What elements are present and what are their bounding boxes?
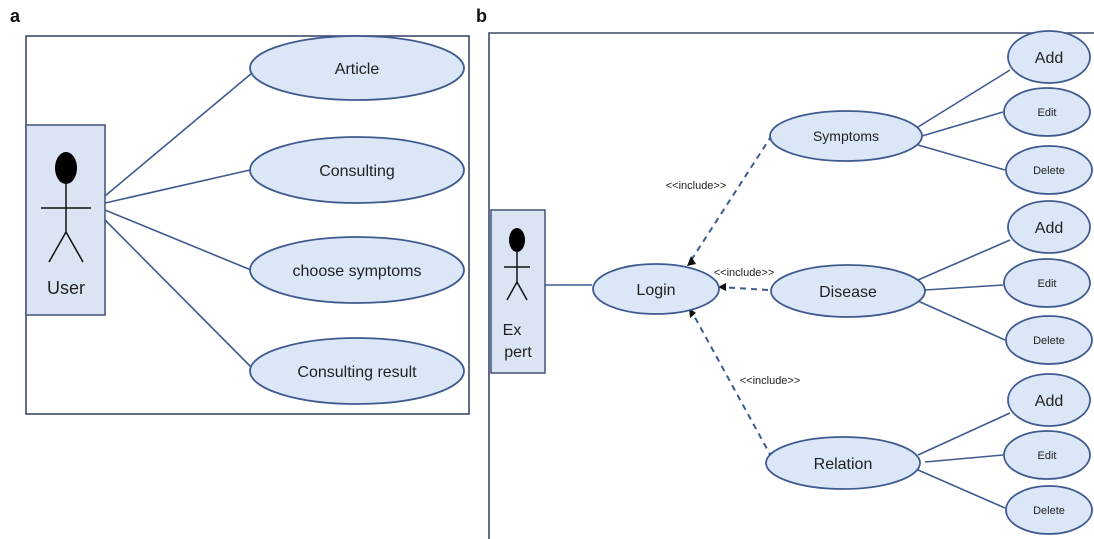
assoc-symptoms-edit <box>921 111 1004 137</box>
actor-expert: Ex pert <box>490 209 546 374</box>
include-arrowhead-symptoms <box>687 256 696 266</box>
assoc-disease-edit <box>924 284 1004 291</box>
include-disease <box>719 286 769 291</box>
usecase-choose-symptoms: choose symptoms <box>249 236 465 304</box>
usecase-login: Login <box>592 263 720 315</box>
actor-user-leg-left <box>48 231 67 263</box>
assoc-consulting <box>104 169 251 204</box>
usecase-symptoms-label: Symptoms <box>813 128 879 144</box>
usecase-login-label: Login <box>636 282 675 299</box>
usecase-relation-add-label: Add <box>1035 393 1063 410</box>
usecase-disease-edit: Edit <box>1003 258 1091 308</box>
usecase-relation-delete: Delete <box>1005 485 1093 535</box>
include-label-disease: <<include>> <box>714 267 775 279</box>
usecase-relation-edit: Edit <box>1003 430 1091 480</box>
actor-expert-head <box>509 228 525 252</box>
usecase-relation-add: Add <box>1007 373 1091 427</box>
assoc-relation-add <box>917 412 1011 456</box>
assoc-symptoms-delete <box>917 144 1006 171</box>
usecase-consulting-result: Consulting result <box>249 337 465 405</box>
usecase-disease-add: Add <box>1007 200 1091 254</box>
actor-user-head <box>55 152 77 184</box>
actor-expert-leg-right <box>516 281 528 301</box>
usecase-disease-add-label: Add <box>1035 220 1063 237</box>
usecase-disease-label: Disease <box>819 284 877 301</box>
usecase-choose-symptoms-label: choose symptoms <box>293 263 422 280</box>
actor-user-leg-right <box>65 231 84 263</box>
include-label-relation: <<include>> <box>740 375 801 387</box>
actor-user: User <box>25 124 106 316</box>
include-label-symptoms: <<include>> <box>666 180 727 192</box>
usecase-symptoms-edit-label: Edit <box>1038 107 1057 119</box>
usecase-relation-label: Relation <box>814 456 873 473</box>
assoc-consulting-result <box>104 219 253 369</box>
usecase-disease-delete: Delete <box>1005 315 1093 365</box>
assoc-article <box>104 72 253 197</box>
assoc-symptoms-add <box>917 69 1011 128</box>
usecase-symptoms-add-label: Add <box>1035 50 1063 67</box>
actor-user-label: User <box>47 278 85 298</box>
assoc-relation-edit <box>924 454 1004 463</box>
panel-a-label: a <box>10 6 21 26</box>
usecase-disease-edit-label: Edit <box>1038 278 1057 290</box>
assoc-relation-delete <box>917 469 1006 509</box>
panel-b-label: b <box>476 6 487 26</box>
panel-b-frame <box>488 32 1094 539</box>
usecase-relation-delete-label: Delete <box>1033 505 1065 517</box>
usecase-consulting-label: Consulting <box>319 163 395 180</box>
usecase-consulting: Consulting <box>249 136 465 204</box>
include-symptoms <box>689 134 773 263</box>
usecase-symptoms-add: Add <box>1007 30 1091 84</box>
usecase-article-label: Article <box>335 61 380 78</box>
usecase-symptoms: Symptoms <box>769 110 923 162</box>
usecase-symptoms-edit: Edit <box>1003 87 1091 137</box>
include-relation <box>691 311 773 459</box>
usecase-symptoms-delete: Delete <box>1005 145 1093 195</box>
actor-expert-label-line2: pert <box>504 344 532 361</box>
usecase-symptoms-delete-label: Delete <box>1033 165 1065 177</box>
usecase-article: Article <box>249 35 465 101</box>
usecase-relation-edit-label: Edit <box>1038 450 1057 462</box>
actor-expert-leg-left <box>506 281 518 301</box>
actor-expert-label-line1: Ex <box>503 322 522 339</box>
assoc-disease-delete <box>917 300 1006 341</box>
usecase-consulting-result-label: Consulting result <box>297 364 417 381</box>
usecase-disease: Disease <box>770 264 926 318</box>
include-arrowhead-disease <box>718 283 726 291</box>
assoc-choose-symptoms <box>104 209 252 271</box>
usecase-relation: Relation <box>765 436 921 490</box>
usecase-disease-delete-label: Delete <box>1033 335 1065 347</box>
assoc-disease-add <box>917 239 1011 281</box>
